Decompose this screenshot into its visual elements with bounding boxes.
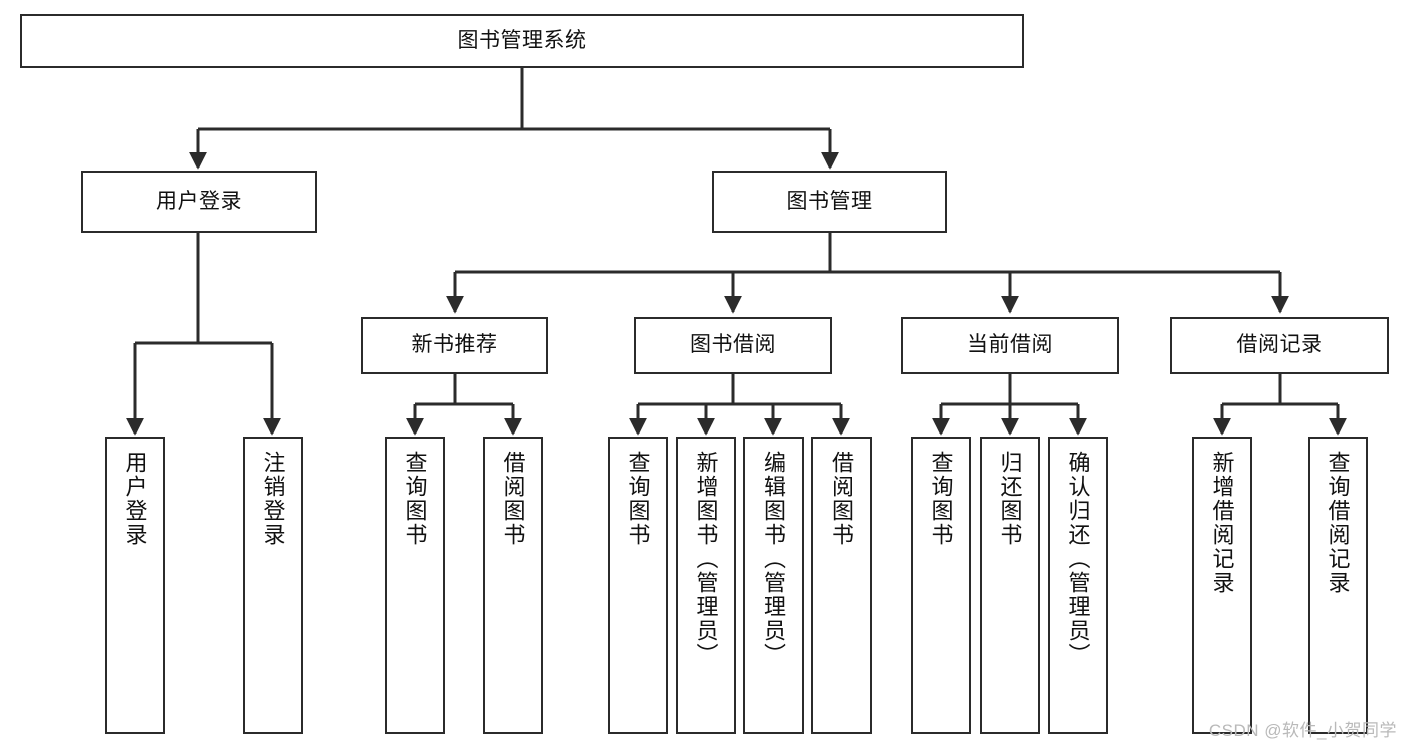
node-leaf-add-book-admin-label: 新增图书（管理员）: [693, 451, 719, 667]
node-leaf-add-borrow-record-label: 新增借阅记录: [1209, 451, 1235, 595]
node-current-borrow[interactable]: 当前借阅: [901, 317, 1119, 374]
node-leaf-query-book-new-label: 查询图书: [402, 451, 428, 547]
node-borrow-records-label: 借阅记录: [1236, 333, 1323, 357]
node-borrow-records[interactable]: 借阅记录: [1170, 317, 1389, 374]
node-leaf-return-book[interactable]: 归还图书: [980, 437, 1040, 734]
node-leaf-confirm-return-admin[interactable]: 确认归还（管理员）: [1048, 437, 1108, 734]
node-leaf-logout[interactable]: 注销登录: [243, 437, 303, 734]
node-leaf-edit-book-admin-label: 编辑图书（管理员）: [761, 451, 787, 667]
node-book-borrow[interactable]: 图书借阅: [634, 317, 832, 374]
node-leaf-add-borrow-record[interactable]: 新增借阅记录: [1192, 437, 1252, 734]
node-leaf-query-book-current-label: 查询图书: [928, 451, 954, 547]
node-root-label: 图书管理系统: [457, 28, 587, 52]
node-leaf-borrow-book-label: 借阅图书: [829, 451, 855, 547]
node-leaf-add-book-admin[interactable]: 新增图书（管理员）: [676, 437, 736, 734]
node-leaf-return-book-label: 归还图书: [997, 451, 1023, 547]
node-leaf-query-book[interactable]: 查询图书: [608, 437, 668, 734]
node-leaf-edit-book-admin[interactable]: 编辑图书（管理员）: [743, 437, 804, 734]
node-current-borrow-label: 当前借阅: [967, 333, 1053, 357]
node-user-login-label: 用户登录: [156, 189, 242, 213]
node-leaf-borrow-book-new-label: 借阅图书: [500, 451, 526, 547]
node-leaf-borrow-book-new[interactable]: 借阅图书: [483, 437, 543, 734]
node-leaf-borrow-book[interactable]: 借阅图书: [811, 437, 872, 734]
node-leaf-confirm-return-admin-label: 确认归还（管理员）: [1065, 451, 1091, 667]
node-leaf-query-borrow-record-label: 查询借阅记录: [1325, 451, 1351, 595]
node-leaf-query-book-label: 查询图书: [625, 451, 651, 547]
node-user-login[interactable]: 用户登录: [81, 171, 317, 233]
node-new-book-recommend-label: 新书推荐: [411, 333, 498, 357]
node-book-management-label: 图书管理: [786, 189, 873, 213]
node-new-book-recommend[interactable]: 新书推荐: [361, 317, 548, 374]
node-root[interactable]: 图书管理系统: [20, 14, 1024, 68]
node-leaf-user-login[interactable]: 用户登录: [105, 437, 165, 734]
node-leaf-user-login-label: 用户登录: [122, 451, 148, 547]
node-leaf-query-borrow-record[interactable]: 查询借阅记录: [1308, 437, 1368, 734]
node-leaf-query-book-current[interactable]: 查询图书: [911, 437, 971, 734]
node-leaf-logout-label: 注销登录: [260, 451, 286, 547]
node-leaf-query-book-new[interactable]: 查询图书: [385, 437, 445, 734]
node-book-borrow-label: 图书借阅: [690, 333, 776, 357]
node-book-management[interactable]: 图书管理: [712, 171, 947, 233]
